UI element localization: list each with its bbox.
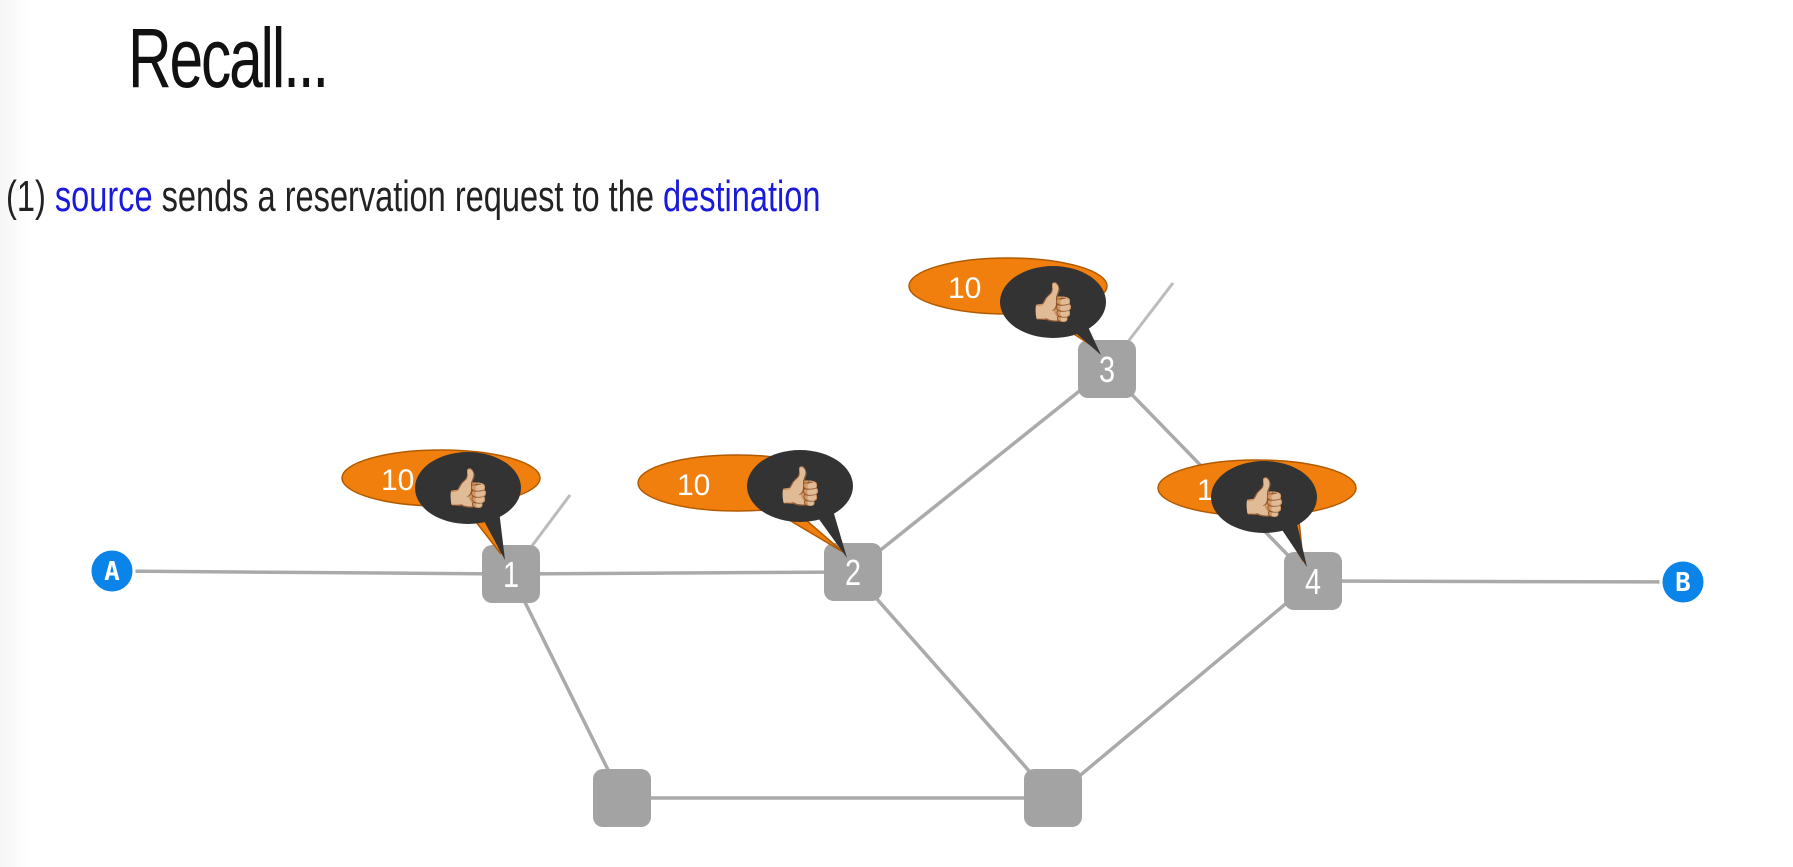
slide-margin: [0, 0, 32, 867]
router-label: 4: [1305, 561, 1321, 602]
thumbs-up-icon: 👍🏼: [1029, 280, 1076, 324]
link-r4-B: [1312, 579, 1684, 584]
router-box: [824, 543, 882, 601]
router-r2: 2: [824, 543, 882, 601]
endpoint-circle: [88, 547, 136, 595]
router-r5: [593, 769, 651, 827]
router-label: 2: [845, 552, 861, 593]
link-A-r1: [111, 569, 512, 576]
thumbs-up-icon: 👍🏼: [1240, 475, 1287, 519]
router-box: [1284, 552, 1342, 610]
approval-bubble-body: [747, 450, 853, 522]
router-box: [1024, 769, 1082, 827]
router-box: [482, 545, 540, 603]
link-r2-r6: [851, 570, 1055, 800]
links: [111, 367, 1684, 800]
endpoint-circle: [1659, 558, 1707, 606]
router-label: 1: [503, 554, 519, 595]
slide-title: Recall...: [128, 11, 329, 105]
link-r1-r5: [509, 573, 624, 799]
caption-destination-term: destination: [662, 172, 821, 221]
endpoint-label: A: [104, 557, 120, 587]
caption-prefix: (1): [6, 172, 55, 221]
approval-bubble-body: [1000, 266, 1106, 338]
link-r2-r3: [851, 367, 1109, 574]
router-r3: 3: [1078, 340, 1136, 398]
router-r6: [1024, 769, 1082, 827]
approval-bubble-body: [415, 452, 521, 524]
router-label: 3: [1099, 349, 1115, 390]
endpoint-A: A: [88, 547, 136, 595]
approval-bubble-body: [1211, 461, 1317, 533]
nodes: A B 1 2 3 4: [88, 340, 1707, 827]
approval-bubble-r3: 👍🏼: [1000, 266, 1106, 355]
link-r1-r2: [510, 570, 854, 576]
router-box: [593, 769, 651, 827]
caption-source-term: source: [54, 172, 153, 221]
router-r1: 1: [482, 545, 540, 603]
approval-bubble-r4: 👍🏼: [1211, 461, 1317, 567]
endpoint-B: B: [1659, 558, 1707, 606]
slide-caption: (1) source sends a reservation request t…: [6, 172, 820, 222]
capacity-badge-text: 10: [381, 464, 414, 497]
capacity-badge-text: 10: [677, 469, 710, 502]
approval-bubble-r2: 👍🏼: [747, 450, 853, 558]
capacity-badge-text: 10: [948, 272, 981, 305]
link-r6-r4: [1051, 579, 1315, 800]
caption-middle: sends a reservation request to the: [152, 172, 663, 221]
approval-bubbles: 👍🏼 👍🏼 👍🏼 👍🏼: [415, 266, 1317, 567]
router-box: [1078, 340, 1136, 398]
thumbs-up-icon: 👍🏼: [444, 466, 491, 510]
approval-bubble-r1: 👍🏼: [415, 452, 521, 560]
router-r4: 4: [1284, 552, 1342, 610]
endpoint-label: B: [1675, 568, 1691, 598]
thumbs-up-icon: 👍🏼: [776, 464, 823, 508]
